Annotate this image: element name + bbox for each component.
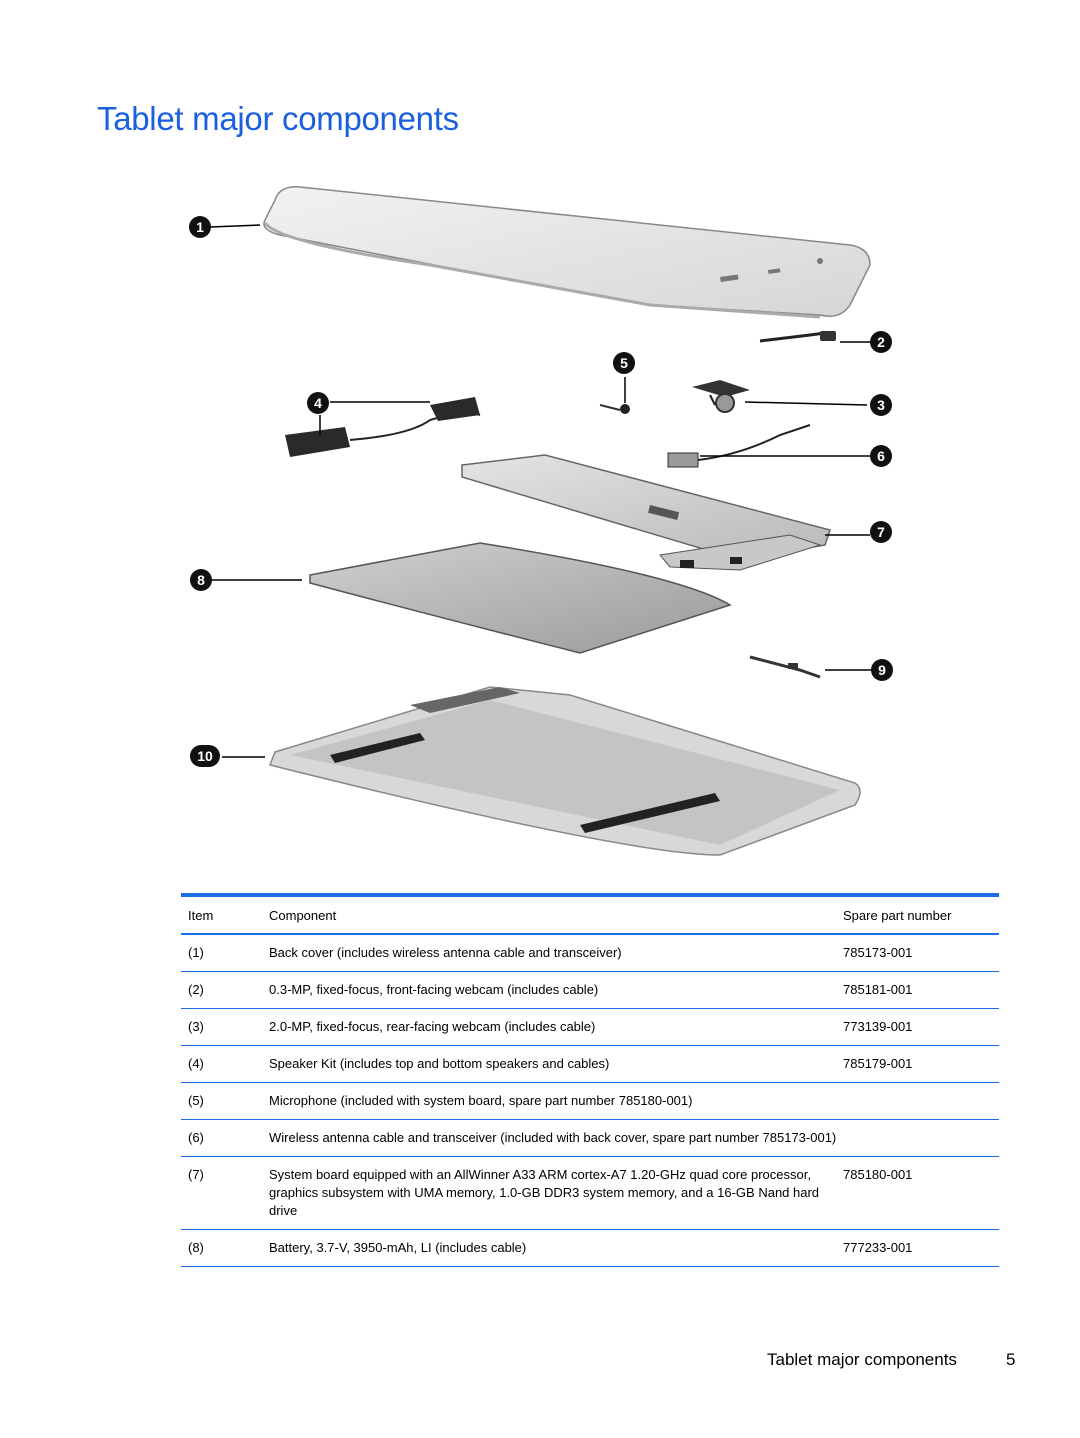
front-webcam-part bbox=[759, 331, 836, 343]
row-item: (1) bbox=[181, 934, 269, 972]
component-name: Battery bbox=[269, 1240, 310, 1255]
chassis-part bbox=[268, 686, 861, 856]
component-name: Microphone bbox=[269, 1093, 337, 1108]
row-spare-part: 773139-001 bbox=[843, 1008, 999, 1046]
row-spare-part: 785180-001 bbox=[843, 1156, 999, 1230]
callout-5-label: 5 bbox=[620, 355, 628, 371]
table-header-row: Item Component Spare part number bbox=[181, 897, 999, 935]
callout-6-label: 6 bbox=[877, 448, 885, 464]
callout-1-label: 1 bbox=[196, 219, 204, 235]
callout-3-label: 3 bbox=[877, 397, 885, 413]
component-name: 0.3-MP, fixed-focus, front-facing webcam bbox=[269, 982, 504, 997]
table-row: (3) 2.0-MP, fixed-focus, rear-facing web… bbox=[181, 1008, 999, 1046]
flex-cable-part bbox=[749, 655, 821, 679]
row-component: 0.3-MP, fixed-focus, front-facing webcam… bbox=[269, 971, 843, 1009]
row-item: (6) bbox=[181, 1119, 269, 1157]
row-component: Wireless antenna cable and transceiver (… bbox=[269, 1119, 999, 1157]
callout-4-label: 4 bbox=[314, 395, 322, 411]
header-component: Component bbox=[269, 897, 843, 935]
component-name: 2.0-MP, fixed-focus, rear-facing webcam bbox=[269, 1019, 501, 1034]
row-component: 2.0-MP, fixed-focus, rear-facing webcam … bbox=[269, 1008, 843, 1046]
page-number: 5 bbox=[1006, 1350, 1016, 1369]
callout-10-label: 10 bbox=[197, 748, 213, 764]
row-item: (2) bbox=[181, 971, 269, 1009]
callout-badge-4: 4 bbox=[307, 392, 329, 414]
callout-badge-5: 5 bbox=[613, 352, 635, 374]
speaker-kit-part bbox=[285, 397, 481, 457]
page-title: Tablet major components bbox=[97, 100, 459, 137]
wireless-antenna-part bbox=[667, 424, 811, 468]
exploded-view-diagram: 1 2 3 4 5 6 7 8 9 10 bbox=[189, 186, 893, 856]
callout-9-label: 9 bbox=[878, 662, 886, 678]
component-desc: (includes wireless antenna cable and tra… bbox=[333, 945, 622, 960]
row-component: Microphone (included with system board, … bbox=[269, 1082, 999, 1120]
callout-badge-1: 1 bbox=[189, 216, 211, 238]
component-name: Wireless antenna cable and transceiver bbox=[269, 1130, 497, 1145]
microphone-part bbox=[599, 404, 630, 414]
row-item: (5) bbox=[181, 1082, 269, 1120]
table-row: (6) Wireless antenna cable and transceiv… bbox=[181, 1119, 999, 1157]
callout-badge-6: 6 bbox=[870, 445, 892, 467]
system-board-part bbox=[461, 454, 831, 571]
callout-7-label: 7 bbox=[877, 524, 885, 540]
rear-webcam-part bbox=[692, 380, 750, 413]
callout-badge-3: 3 bbox=[870, 394, 892, 416]
component-desc: (includes cable) bbox=[503, 982, 599, 997]
row-item: (3) bbox=[181, 1008, 269, 1046]
component-desc: (included with back cover, spare part nu… bbox=[496, 1130, 837, 1145]
table-top-rule bbox=[181, 893, 999, 897]
table-row: (1) Back cover (includes wireless antenn… bbox=[181, 934, 999, 972]
component-desc: equipped with an AllWinner A33 ARM corte… bbox=[269, 1167, 820, 1218]
callout-badge-2: 2 bbox=[870, 331, 892, 353]
row-spare-part: 785181-001 bbox=[843, 971, 999, 1009]
row-component: Speaker Kit (includes top and bottom spe… bbox=[269, 1045, 843, 1083]
battery-part bbox=[309, 542, 732, 654]
row-item: (4) bbox=[181, 1045, 269, 1083]
table-row: (4) Speaker Kit (includes top and bottom… bbox=[181, 1045, 999, 1083]
callout-2-label: 2 bbox=[877, 334, 885, 350]
callout-badge-10: 10 bbox=[190, 745, 220, 767]
callout-badge-8: 8 bbox=[190, 569, 212, 591]
row-item: (8) bbox=[181, 1229, 269, 1267]
header-spare-part: Spare part number bbox=[843, 897, 999, 935]
row-spare-part: 777233-001 bbox=[843, 1229, 999, 1267]
row-spare-part: 785179-001 bbox=[843, 1045, 999, 1083]
component-name: Speaker Kit bbox=[269, 1056, 337, 1071]
component-name: Back cover bbox=[269, 945, 334, 960]
component-desc: (included with system board, spare part … bbox=[336, 1093, 693, 1108]
back-cover-part bbox=[263, 186, 871, 319]
component-name: System board bbox=[269, 1167, 350, 1182]
row-component: Battery, 3.7-V, 3950-mAh, LI (includes c… bbox=[269, 1229, 843, 1267]
row-component: Back cover (includes wireless antenna ca… bbox=[269, 934, 843, 972]
row-component: System board equipped with an AllWinner … bbox=[269, 1156, 843, 1230]
table-row: (5) Microphone (included with system boa… bbox=[181, 1082, 999, 1120]
row-item: (7) bbox=[181, 1156, 269, 1230]
component-desc: (includes cable) bbox=[500, 1019, 596, 1034]
component-desc: , 3.7-V, 3950-mAh, LI (includes cable) bbox=[309, 1240, 527, 1255]
table-row: (2) 0.3-MP, fixed-focus, front-facing we… bbox=[181, 971, 999, 1009]
callout-lines bbox=[209, 224, 872, 758]
footer-section-title: Tablet major components bbox=[767, 1350, 957, 1369]
components-table: Item Component Spare part number (1) Bac… bbox=[181, 893, 999, 1267]
callout-badge-7: 7 bbox=[870, 521, 892, 543]
callout-badge-9: 9 bbox=[871, 659, 893, 681]
row-spare-part: 785173-001 bbox=[843, 934, 999, 972]
table-row: (8) Battery, 3.7-V, 3950-mAh, LI (includ… bbox=[181, 1229, 999, 1267]
header-item: Item bbox=[181, 897, 269, 935]
component-desc: (includes top and bottom speakers and ca… bbox=[336, 1056, 610, 1071]
callout-8-label: 8 bbox=[197, 572, 205, 588]
table-row: (7) System board equipped with an AllWin… bbox=[181, 1156, 999, 1230]
